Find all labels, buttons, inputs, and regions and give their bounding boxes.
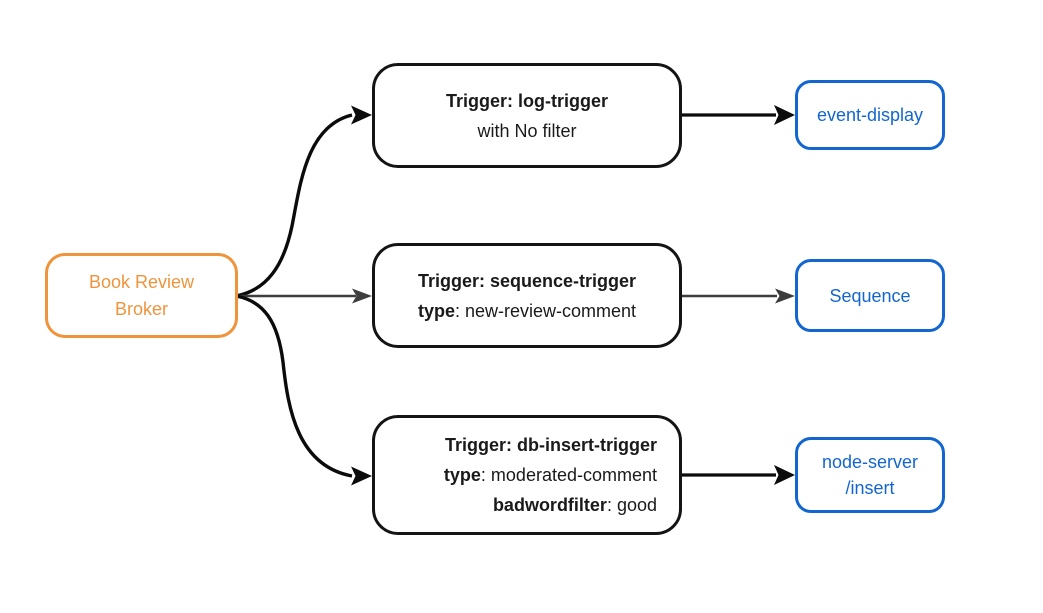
sink-node-server-label-line1: node-server [821, 452, 919, 472]
trigger-sequence-node: Trigger: sequence-trigger type: new-revi… [372, 243, 682, 348]
trigger-sequence-attr-line: type: new-review-comment [375, 296, 679, 326]
broker-node: Book Review Broker [45, 253, 238, 338]
edge-broker-to-db-insert-trigger [235, 294, 353, 478]
trigger-db-insert-attr2-value: : good [606, 495, 657, 515]
sink-event-display-label: event-display [816, 105, 924, 125]
sink-node-server-node: node-server /insert [795, 437, 945, 513]
broker-label-line1: Book Review [88, 271, 195, 292]
trigger-sequence-attr-key: type [417, 300, 455, 321]
trigger-db-insert-node: Trigger: db-insert-trigger type: moderat… [372, 415, 682, 535]
arrowhead-sequence-trigger-to-sequence [775, 288, 795, 304]
arrowhead-log-trigger-to-event-display [774, 105, 795, 125]
trigger-db-insert-attr-key: type [443, 465, 481, 485]
trigger-sequence-title: Trigger: sequence-trigger [417, 270, 637, 291]
trigger-db-insert-attr2-key: badwordfilter [492, 495, 607, 515]
edge-broker-to-log-trigger [235, 113, 353, 298]
sink-sequence-label: Sequence [829, 285, 911, 306]
trigger-db-insert-attr-line: type: moderated-comment [375, 460, 657, 490]
arrowhead-broker-to-log-trigger [351, 105, 372, 125]
arrowhead-broker-to-db-insert-trigger [351, 466, 372, 486]
arrowhead-broker-to-sequence-trigger [352, 288, 372, 304]
trigger-log-title: Trigger: log-trigger [446, 90, 608, 111]
sink-node-server-label-line2: /insert [845, 478, 895, 498]
trigger-db-insert-title-line: Trigger: db-insert-trigger [375, 430, 657, 460]
trigger-sequence-title-line: Trigger: sequence-trigger [375, 266, 679, 296]
trigger-db-insert-title: Trigger: db-insert-trigger [444, 435, 657, 455]
trigger-log-subtitle-line: with No filter [375, 116, 679, 146]
trigger-log-title-line: Trigger: log-trigger [375, 86, 679, 116]
trigger-log-subtitle: with No filter [477, 120, 577, 141]
sink-sequence-node: Sequence [795, 259, 945, 332]
trigger-log-node: Trigger: log-trigger with No filter [372, 63, 682, 168]
trigger-db-insert-attr-value: : moderated-comment [480, 465, 657, 485]
broker-label-line2: Broker [114, 298, 168, 319]
sink-event-display-node: event-display [795, 80, 945, 150]
trigger-db-insert-attr2-line: badwordfilter: good [375, 490, 657, 520]
trigger-sequence-attr-value: : new-review-comment [454, 300, 637, 321]
arrowhead-db-insert-trigger-to-node-server [774, 465, 795, 485]
